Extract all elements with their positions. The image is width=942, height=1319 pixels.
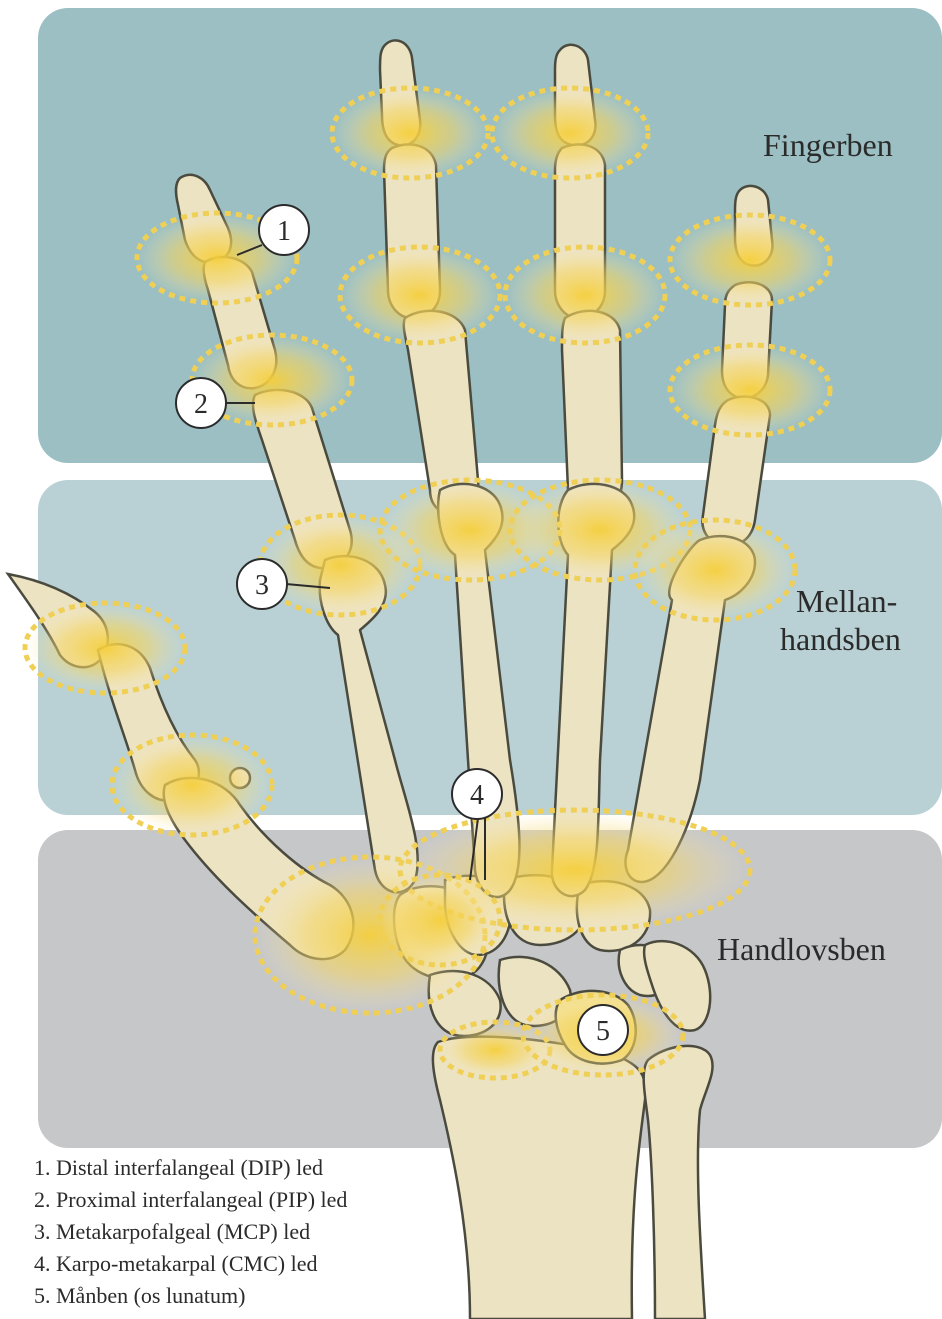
marker-1: 1 bbox=[259, 205, 309, 255]
legend-item: 1. Distal interfalangeal (DIP) led bbox=[34, 1152, 347, 1184]
region-label-metacarpal-line2: handsben bbox=[780, 620, 901, 658]
region-label-phalanges: Fingerben bbox=[763, 126, 893, 164]
forearm-bones bbox=[433, 1037, 713, 1319]
marker-3-label: 3 bbox=[255, 570, 269, 601]
ulna-bone bbox=[644, 1046, 713, 1319]
joint-glow bbox=[505, 247, 665, 343]
marker-2: 2 bbox=[176, 378, 226, 428]
legend-item: 2. Proximal interfalangeal (PIP) led bbox=[34, 1184, 347, 1216]
joint-legend: 1. Distal interfalangeal (DIP) led 2. Pr… bbox=[34, 1152, 347, 1312]
marker-4-label: 4 bbox=[470, 780, 484, 811]
region-label-carpal: Handlovsben bbox=[717, 930, 886, 968]
region-label-metacarpal-line1: Mellan- bbox=[796, 582, 897, 620]
legend-item: 4. Karpo-metakarpal (CMC) led bbox=[34, 1248, 347, 1280]
joint-glow bbox=[112, 735, 272, 835]
marker-4: 4 bbox=[452, 769, 502, 819]
joint-glow bbox=[670, 345, 830, 435]
joint-glow bbox=[492, 88, 648, 178]
joint-glow bbox=[332, 88, 488, 178]
joint-glow bbox=[635, 520, 795, 620]
marker-5: 5 bbox=[578, 1005, 628, 1055]
marker-5-label: 5 bbox=[596, 1016, 610, 1047]
radius-bone bbox=[433, 1037, 646, 1319]
joint-glow bbox=[380, 875, 500, 965]
joint-glow bbox=[25, 603, 185, 693]
marker-1-label: 1 bbox=[277, 216, 291, 247]
joint-glow bbox=[340, 247, 500, 343]
legend-item: 5. Månben (os lunatum) bbox=[34, 1280, 347, 1312]
legend-item: 3. Metakarpofalgeal (MCP) led bbox=[34, 1216, 347, 1248]
marker-2-label: 2 bbox=[194, 389, 208, 420]
joint-glow bbox=[670, 215, 830, 305]
marker-3: 3 bbox=[237, 559, 287, 609]
